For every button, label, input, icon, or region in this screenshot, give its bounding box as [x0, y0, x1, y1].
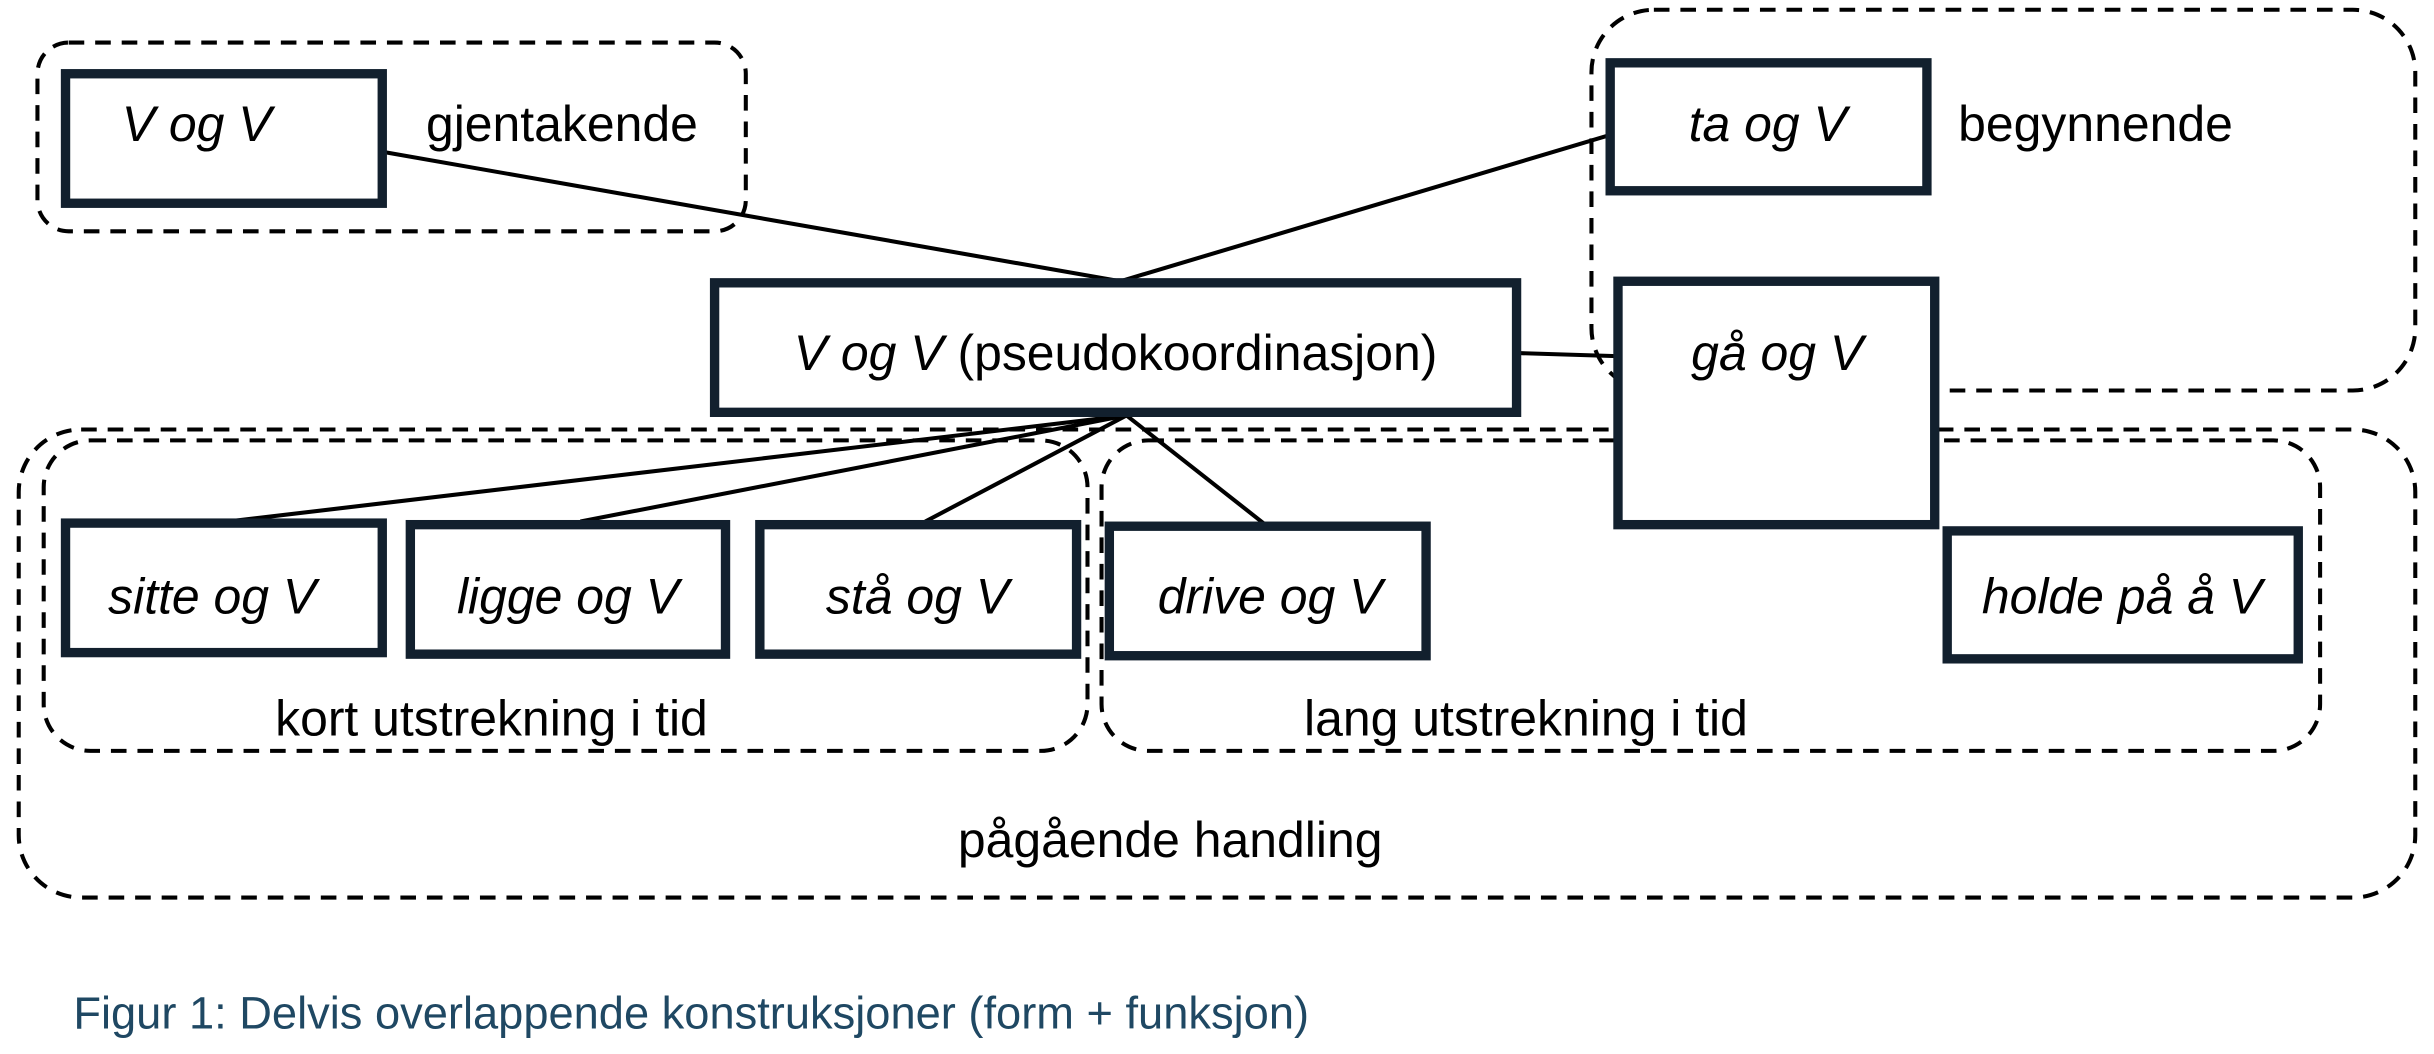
- node-label-plain: (pseudokoordinasjon): [944, 325, 1438, 381]
- group-label-gjentakende: gjentakende: [426, 96, 698, 152]
- node-ligge-og-v: ligge og V: [405, 519, 731, 659]
- node-ga-og-v: gå og V: [1613, 276, 1940, 530]
- node-holde-pa-a-v: holde på å V: [1942, 526, 2303, 664]
- edge-center-sitte-og-v: [227, 413, 1127, 524]
- node-ta-og-v: ta og V: [1605, 58, 1932, 196]
- node-label: sitte og V: [108, 569, 321, 625]
- group-label-kort: kort utstrekning i tid: [275, 690, 708, 746]
- group-label-lang: lang utstrekning i tid: [1304, 690, 1748, 746]
- node-sta-og-v: stå og V: [755, 519, 1082, 659]
- group-label-pagaende: pågående handling: [958, 812, 1383, 868]
- group-kort: [41, 438, 1090, 753]
- node-label: gå og V: [1691, 325, 1868, 381]
- node-center: V og V (pseudokoordinasjon): [709, 278, 1522, 418]
- edge-center-drive-og-v: [1125, 413, 1267, 527]
- group-gjentakende: [35, 40, 748, 234]
- figure-caption: Figur 1: Delvis overlappende konstruksjo…: [73, 988, 1309, 1039]
- edge-center-sta-og-v: [924, 413, 1128, 524]
- edge-center-v-og-v: [381, 149, 1121, 284]
- node-label: drive og V: [1158, 569, 1387, 625]
- node-label: V og V: [122, 96, 277, 152]
- edge-center-ta-og-v: [1119, 131, 1618, 284]
- group-begynnende: [1589, 7, 2418, 393]
- node-sitte-og-v: sitte og V: [60, 518, 387, 658]
- node-v-og-v: V og V: [60, 69, 387, 208]
- node-label: stå og V: [826, 569, 1014, 625]
- edge-center-ga-og-v: [1516, 351, 1617, 359]
- edge-center-ligge-og-v: [580, 413, 1127, 524]
- node-label: V og V (pseudokoordinasjon): [794, 325, 1438, 381]
- node-drive-og-v: drive og V: [1104, 521, 1431, 661]
- node-label: ligge og V: [457, 569, 684, 625]
- node-label: ta og V: [1689, 96, 1852, 152]
- group-label-begynnende: begynnende: [1958, 96, 2233, 152]
- node-label-italic: V og V: [794, 325, 949, 381]
- node-label: holde på å V: [1982, 569, 2267, 625]
